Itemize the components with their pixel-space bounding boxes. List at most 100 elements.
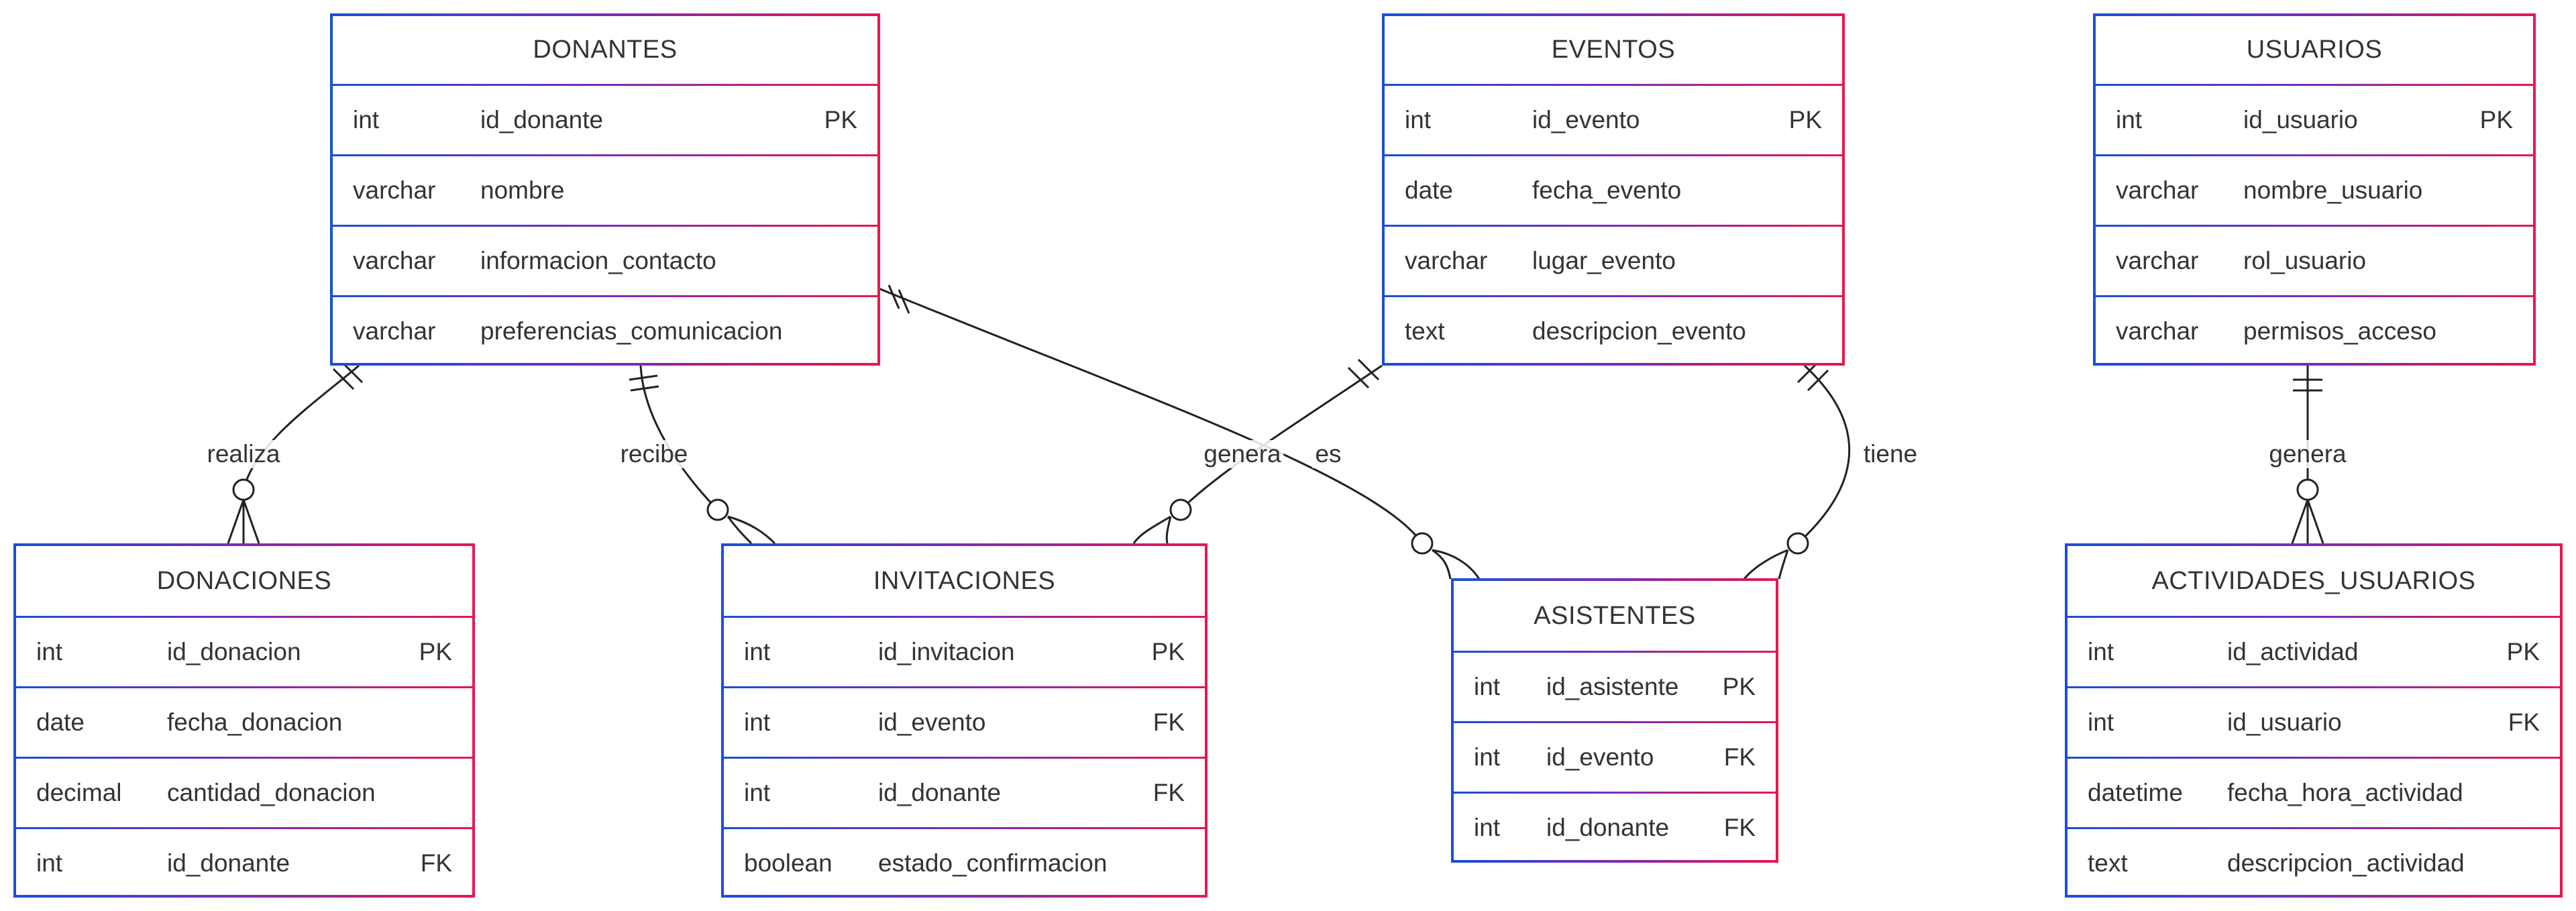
attribute-name: id_donante [878, 779, 1002, 806]
attribute-name: preferencias_comunicacion [480, 317, 783, 345]
attribute-row: text descripcion_actividad [2068, 827, 2560, 898]
attribute-row: int id_evento FK [724, 686, 1205, 757]
attribute-type: int [2088, 638, 2114, 665]
attribute-name: id_evento [1546, 743, 1654, 771]
attribute-row: int id_donacion PK [16, 616, 472, 686]
relation-label-es: es [1312, 440, 1344, 468]
entity-title: DONACIONES [156, 566, 332, 595]
entity-donaciones: DONACIONES int id_donacion PK date fecha… [13, 543, 475, 898]
relation-label-realiza: realiza [204, 440, 283, 468]
attribute-row: decimal cantidad_donacion [16, 757, 472, 827]
crowfoot-recibe [727, 515, 776, 545]
entity-actividades-usuarios: ACTIVIDADES_USUARIOS int id_actividad PK… [2065, 543, 2563, 898]
relation-label-tiene: tiene [1860, 440, 1921, 468]
attribute-name: cantidad_donacion [167, 779, 376, 806]
entity-title: ACTIVIDADES_USUARIOS [2151, 566, 2476, 595]
attribute-type: int [744, 779, 771, 806]
attribute-row: varchar lugar_evento [1385, 225, 1842, 295]
attribute-name: id_evento [878, 708, 986, 736]
attribute-type: varchar [2116, 317, 2199, 345]
attribute-type: varchar [353, 247, 436, 274]
zero-marker-genera-usuario [2296, 478, 2319, 501]
relation-line-tiene [1796, 364, 1851, 545]
attribute-name: estado_confirmacion [878, 849, 1108, 877]
crowfoot-realiza [227, 499, 260, 544]
attribute-type: decimal [36, 779, 122, 806]
attribute-row: int id_asistente PK [1454, 651, 1776, 721]
attribute-name: rol_usuario [2243, 247, 2367, 274]
entity-title: EVENTOS [1551, 36, 1676, 64]
attribute-type: date [1405, 176, 1454, 204]
attribute-row: int id_evento FK [1454, 721, 1776, 792]
attribute-type: date [36, 708, 85, 736]
one-marker-genera-evento [1347, 358, 1380, 389]
crowfoot-genera-usuario [2291, 499, 2324, 544]
attribute-key: PK [1722, 673, 1756, 700]
relation-label-recibe: recibe [617, 440, 691, 468]
attribute-row: int id_invitacion PK [724, 616, 1205, 686]
one-marker-realiza [332, 361, 364, 390]
attribute-key: FK [1723, 743, 1756, 771]
attribute-name: permisos_acceso [2243, 317, 2436, 345]
one-marker-recibe [629, 374, 659, 392]
attribute-name: descripcion_actividad [2227, 849, 2465, 877]
attribute-name: id_usuario [2243, 106, 2358, 133]
relation-label-genera-usuario: genera [2266, 440, 2349, 468]
attribute-type: varchar [1405, 247, 1488, 274]
relation-label-genera-evento: genera [1201, 440, 1284, 468]
one-marker-genera-usuario [2293, 378, 2322, 392]
attribute-key: FK [1152, 779, 1185, 806]
attribute-key: FK [1723, 814, 1756, 841]
attribute-row: varchar nombre [333, 154, 877, 225]
attribute-row: date fecha_evento [1385, 154, 1842, 225]
attribute-row: datetime fecha_hora_actividad [2068, 757, 2560, 827]
zero-marker-tiene [1786, 532, 1809, 555]
attribute-name: fecha_evento [1532, 176, 1682, 204]
attribute-key: FK [1152, 708, 1185, 736]
entity-title: INVITACIONES [873, 566, 1056, 595]
attribute-type: int [744, 708, 771, 736]
zero-marker-genera-evento [1169, 498, 1192, 521]
attribute-row: varchar permisos_acceso [2096, 295, 2533, 366]
attribute-type: int [36, 849, 63, 877]
attribute-name: fecha_hora_actividad [2227, 779, 2463, 806]
attribute-name: id_asistente [1546, 673, 1679, 700]
attribute-name: descripcion_evento [1532, 317, 1746, 345]
zero-marker-es [1411, 532, 1434, 555]
attribute-row: int id_donante FK [16, 827, 472, 898]
crowfoot-tiene [1743, 549, 1789, 580]
attribute-row: date fecha_donacion [16, 686, 472, 757]
crowfoot-genera-evento [1132, 515, 1172, 544]
attribute-type: text [1405, 317, 1445, 345]
attribute-name: nombre [480, 176, 565, 204]
entity-title: DONANTES [533, 36, 678, 64]
one-marker-es [888, 284, 910, 314]
attribute-name: fecha_donacion [167, 708, 343, 736]
one-marker-tiene [1796, 361, 1829, 392]
attribute-row: int id_donante FK [724, 757, 1205, 827]
attribute-key: PK [2506, 638, 2540, 665]
attribute-key: FK [2508, 708, 2540, 736]
attribute-type: int [353, 106, 380, 133]
entity-eventos: EVENTOS int id_evento PK date fecha_even… [1382, 13, 1845, 366]
attribute-name: id_donante [480, 106, 604, 133]
attribute-type: varchar [2116, 176, 2199, 204]
attribute-type: int [1474, 814, 1501, 841]
attribute-key: PK [824, 106, 857, 133]
entity-title: USUARIOS [2246, 36, 2383, 64]
attribute-type: int [36, 638, 63, 665]
attribute-name: lugar_evento [1532, 247, 1676, 274]
entity-usuarios: USUARIOS int id_usuario PK varchar nombr… [2093, 13, 2536, 366]
attribute-type: int [2088, 708, 2114, 736]
attribute-name: id_donacion [167, 638, 301, 665]
attribute-name: informacion_contacto [480, 247, 716, 274]
attribute-name: id_usuario [2227, 708, 2342, 736]
attribute-row: int id_donante FK [1454, 792, 1776, 862]
attribute-row: int id_actividad PK [2068, 616, 2560, 686]
attribute-name: id_actividad [2227, 638, 2359, 665]
attribute-type: varchar [353, 176, 436, 204]
entity-asistentes: ASISTENTES int id_asistente PK int id_ev… [1451, 578, 1778, 863]
attribute-type: text [2088, 849, 2128, 877]
